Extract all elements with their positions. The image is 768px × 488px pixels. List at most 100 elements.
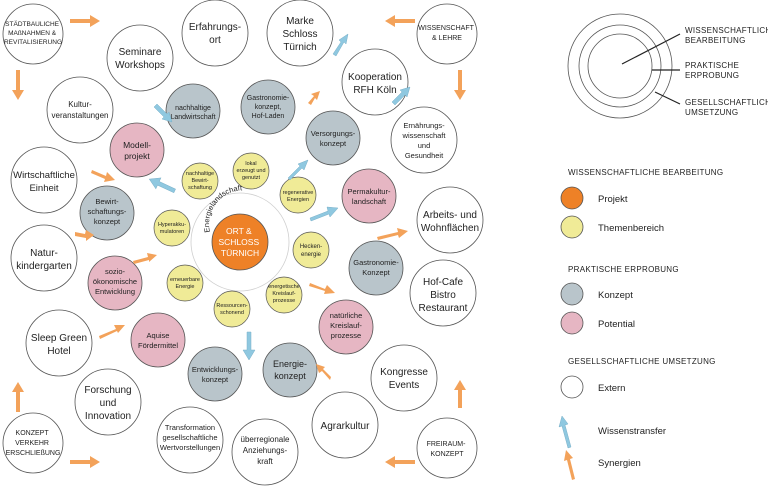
svg-text:Hyperakku-mulatoren: Hyperakku-mulatoren [158,222,186,235]
node-permakultur [341,168,397,224]
node-nachhaltige-bewirtschaftung [181,162,219,200]
node-sozio-oekonomische [87,255,143,311]
node-center-project [211,213,269,271]
node-ueberregionale [231,418,299,486]
legend-projekt-swatch [560,186,584,210]
node-natuerliche-kreislaufprozesse [318,299,374,355]
synergien-arrows [75,91,408,380]
node-aquise-foerdermittel [130,312,186,368]
center-ring [190,192,290,292]
node-seminare [106,24,174,92]
svg-text:Erfahrungs-ort: Erfahrungs-ort [189,22,241,46]
corner-freiraum-label: FREIRAUM- KONZEPT [427,441,468,458]
svg-text:Energie-konzept: Energie-konzept [273,359,307,381]
node-erneuerbare-energie [166,264,204,302]
svg-text:Modell-projekt: Modell-projekt [123,140,151,161]
legend-sec1-title: WISSENSCHAFTLICHE BEARBEITUNG [568,168,723,177]
node-marke-schloss [266,0,334,67]
svg-text:Agrarkultur: Agrarkultur [321,421,371,432]
legend-wissenstransfer-arrow [558,415,572,449]
corner-arrows [12,15,466,468]
node-gastronomie-hofladen [240,79,296,135]
node-kongresse [370,344,438,412]
node-wirtschaftliche-einheit [10,146,78,214]
legend-synergien-arrow [564,450,575,480]
legend-wissenstransfer-label: Wissenstransfer [598,426,666,437]
node-arbeits-wohnflaechen [416,186,484,254]
node-versorgungskonzept [305,110,361,166]
svg-text:Ressourcen-schonend: Ressourcen-schonend [216,303,247,316]
svg-text:Entwicklungs-konzept: Entwicklungs-konzept [192,365,239,384]
node-gastronomie-konzept [348,240,404,296]
node-transformation [156,406,224,474]
corner-verkehr [2,412,64,474]
svg-text:Gastronomie-Konzept: Gastronomie-Konzept [353,258,399,277]
svg-text:Permakultur-landschaft: Permakultur-landschaft [348,187,391,206]
node-agrarkultur [311,391,379,459]
node-energetische-kreislaufprozesse [265,276,303,314]
legend-extern-label: Extern [598,383,625,394]
node-naturkindergarten [10,224,78,292]
node-lokal-erzeugt [232,152,270,190]
legend-themenbereich-label: Themenbereich [598,223,664,234]
svg-text:Bewirt-schaftungs-konzept: Bewirt-schaftungs-konzept [88,197,127,226]
legend-extern-swatch [560,375,584,399]
svg-text:Gastronomie-konzept,Hof-Laden: Gastronomie-konzept,Hof-Laden [247,95,290,120]
corner-wissenschaft [416,3,478,65]
node-sleep-green [25,309,93,377]
legend-synergien-label: Synergien [598,458,641,469]
node-nachhaltige-landwirtschaft [165,83,221,139]
node-erfahrungsort [181,0,249,67]
node-ernaehrung [390,106,458,174]
legend-konzept-swatch [560,282,584,306]
node-hyperakkumulatoren [153,209,191,247]
node-modellprojekt [109,122,165,178]
corner-wissenschaft-label: WISSENSCHAFT & LEHRE [418,25,475,42]
legend-potential-label: Potential [598,319,635,330]
corner-verkehr-label: KONZEPT VERKEHR ERSCHLIEßUNG [6,430,61,457]
node-ressourcenschonend [213,290,251,328]
svg-text:Kultur-veranstaltungen: Kultur-veranstaltungen [52,100,109,120]
legend-sec3-title: GESELLSCHAFTLICHE UMSETZUNG [568,357,716,366]
corner-staedtbau [2,3,64,65]
legend-potential-swatch [560,311,584,335]
legend-rings [567,13,681,119]
potential-nodes: Modell-projekt Permakultur-landschaft na… [87,122,397,368]
node-kultur [46,76,114,144]
wissenstransfer-arrows [148,33,411,361]
node-kooperation [341,48,409,116]
legend-konzept-label: Konzept [598,290,633,301]
corner-staedtbau-label: STÄDTBAULICHE MAßNAHMEN & REVITALISIERUN… [4,20,62,46]
svg-text:Hecken-energie: Hecken-energie [300,244,322,258]
node-forschung [74,368,142,436]
legend-projekt-label: Projekt [598,194,628,205]
center-label: ORT & SCHLOSS TÜRNICH [219,226,262,258]
node-energiekonzept [262,342,318,398]
svg-text:Natur-kindergarten: Natur-kindergarten [16,248,72,272]
